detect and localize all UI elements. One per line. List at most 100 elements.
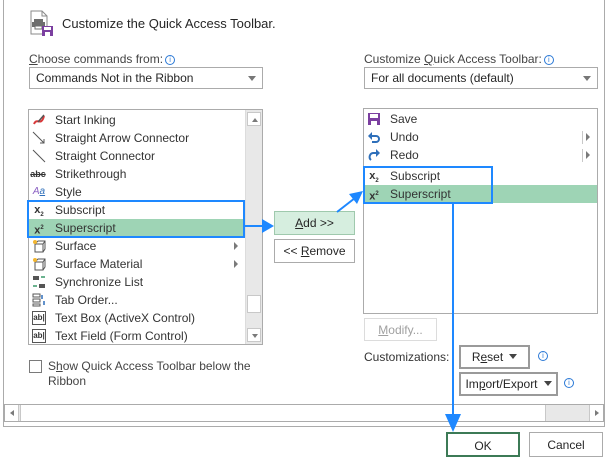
- accel-key: h: [56, 359, 63, 373]
- list-item[interactable]: Straight Connector: [29, 147, 262, 165]
- dropdown-value: For all documents (default): [371, 71, 514, 85]
- chevron-left-icon: [10, 410, 14, 416]
- label-text: S: [48, 359, 57, 373]
- chevron-down-icon: [252, 334, 258, 338]
- button-label: ort/Export: [485, 377, 538, 391]
- commands-list[interactable]: Start Inking Straight Arrow Connector St…: [28, 109, 263, 345]
- chevron-down-icon: [583, 76, 591, 81]
- subscript-icon: x2: [34, 204, 44, 219]
- item-label: Strikethrough: [55, 167, 127, 181]
- modify-button[interactable]: Modify...: [364, 318, 437, 341]
- choose-commands-dropdown[interactable]: Commands Not in the Ribbon: [29, 67, 263, 89]
- label-text: hoose commands from:: [37, 52, 164, 66]
- surface-icon: [32, 239, 46, 253]
- submenu-arrow-icon: [234, 242, 238, 250]
- item-label: Style: [55, 185, 82, 199]
- list-item[interactable]: x2 Superscript: [29, 219, 246, 237]
- toolbar-list[interactable]: Save Undo Redo x2 Subscript x2 Superscri…: [363, 108, 598, 314]
- list-item[interactable]: x2 Subscript: [364, 167, 597, 185]
- item-label: Surface Material: [55, 257, 143, 271]
- save-icon: [367, 112, 381, 126]
- commands-list-scrollbar[interactable]: [245, 110, 262, 344]
- list-item[interactable]: x2 Superscript: [364, 185, 597, 203]
- arrow-head-icon: [445, 414, 461, 432]
- show-below-ribbon-checkbox[interactable]: [29, 360, 42, 373]
- customize-toolbar-label: Customize Quick Access Toolbar:i: [364, 52, 554, 66]
- import-export-button[interactable]: Import/Export: [459, 372, 558, 396]
- cancel-button[interactable]: Cancel: [529, 432, 603, 457]
- scroll-thumb[interactable]: [20, 405, 546, 421]
- info-icon[interactable]: i: [538, 351, 548, 361]
- list-item[interactable]: Straight Arrow Connector: [29, 129, 262, 147]
- accel-key: M: [378, 323, 389, 337]
- submenu-arrow-icon[interactable]: [586, 133, 590, 141]
- item-label: Start Inking: [55, 113, 116, 127]
- tab-order-icon: [32, 293, 46, 307]
- dialog-title: Customize the Quick Access Toolbar.: [62, 16, 276, 31]
- scroll-down-button[interactable]: [247, 328, 261, 342]
- list-item[interactable]: ab| Text Field (Form Control): [29, 327, 262, 344]
- list-item[interactable]: Tab Order...: [29, 291, 262, 309]
- item-label: Superscript: [390, 187, 451, 201]
- synchronize-list-icon: [32, 275, 46, 289]
- text-box-icon: ab|: [32, 311, 46, 325]
- button-label: <<: [283, 244, 301, 258]
- submenu-arrow-icon[interactable]: [586, 151, 590, 159]
- accel-key: Q: [424, 52, 434, 66]
- list-item[interactable]: Aa Style: [29, 183, 262, 201]
- scroll-left-button[interactable]: [5, 405, 19, 421]
- list-item[interactable]: ab| Text Box (ActiveX Control): [29, 309, 262, 327]
- customizations-label: Customizations:: [364, 350, 450, 364]
- annotation-arrow: [452, 204, 454, 422]
- toolbar-scope-dropdown[interactable]: For all documents (default): [364, 67, 598, 89]
- scroll-up-button[interactable]: [247, 112, 261, 126]
- item-label: Synchronize List: [55, 275, 144, 289]
- list-item[interactable]: Start Inking: [29, 111, 262, 129]
- chevron-up-icon: [252, 118, 258, 122]
- list-item[interactable]: Undo: [364, 128, 597, 146]
- item-label: Straight Arrow Connector: [55, 131, 190, 145]
- item-label: Surface: [55, 239, 97, 253]
- ok-button[interactable]: OK: [446, 432, 520, 457]
- list-item[interactable]: Synchronize List: [29, 273, 262, 291]
- label-text: Customize: [364, 52, 425, 66]
- chevron-down-icon: [509, 354, 518, 359]
- remove-button[interactable]: << Remove: [274, 239, 355, 263]
- accel-key: A: [295, 216, 304, 230]
- list-item[interactable]: Surface: [29, 237, 262, 255]
- list-item[interactable]: x2 Subscript: [29, 201, 262, 219]
- undo-icon: [367, 130, 381, 144]
- add-button[interactable]: Add >>: [274, 211, 355, 235]
- item-label: Superscript: [55, 221, 116, 235]
- dropdown-value: Commands Not in the Ribbon: [36, 71, 194, 85]
- redo-icon: [367, 148, 381, 162]
- text-field-icon: ab|: [32, 329, 46, 343]
- accel-key: p: [478, 377, 486, 391]
- chevron-down-icon: [543, 381, 552, 386]
- accel-key: C: [29, 52, 38, 66]
- button-label: set: [487, 350, 504, 364]
- annotation-arrow: [245, 225, 267, 227]
- info-icon[interactable]: i: [564, 378, 574, 388]
- list-item[interactable]: Surface Material: [29, 255, 262, 273]
- chevron-down-icon: [248, 76, 256, 81]
- scroll-right-button[interactable]: [589, 405, 603, 421]
- surface-material-icon: [32, 257, 46, 271]
- list-item[interactable]: abc Strikethrough: [29, 165, 262, 183]
- button-label: R: [471, 350, 481, 364]
- straight-connector-icon: [32, 149, 46, 163]
- submenu-arrow-icon: [234, 260, 238, 268]
- reset-button[interactable]: Reset: [459, 345, 530, 369]
- chevron-right-icon: [595, 410, 599, 416]
- label-text: Ribbon: [48, 374, 87, 388]
- item-label: Tab Order...: [55, 293, 118, 307]
- arrow-head-icon: [262, 219, 274, 233]
- divider: [582, 149, 583, 162]
- scroll-thumb[interactable]: [247, 295, 261, 313]
- list-item[interactable]: Save: [364, 110, 597, 128]
- dialog-horizontal-scrollbar[interactable]: [4, 404, 604, 422]
- show-below-ribbon-label[interactable]: Show Quick Access Toolbar below the Ribb…: [48, 359, 251, 389]
- info-icon[interactable]: i: [165, 55, 176, 65]
- list-item[interactable]: Redo: [364, 146, 597, 164]
- info-icon[interactable]: i: [543, 55, 554, 65]
